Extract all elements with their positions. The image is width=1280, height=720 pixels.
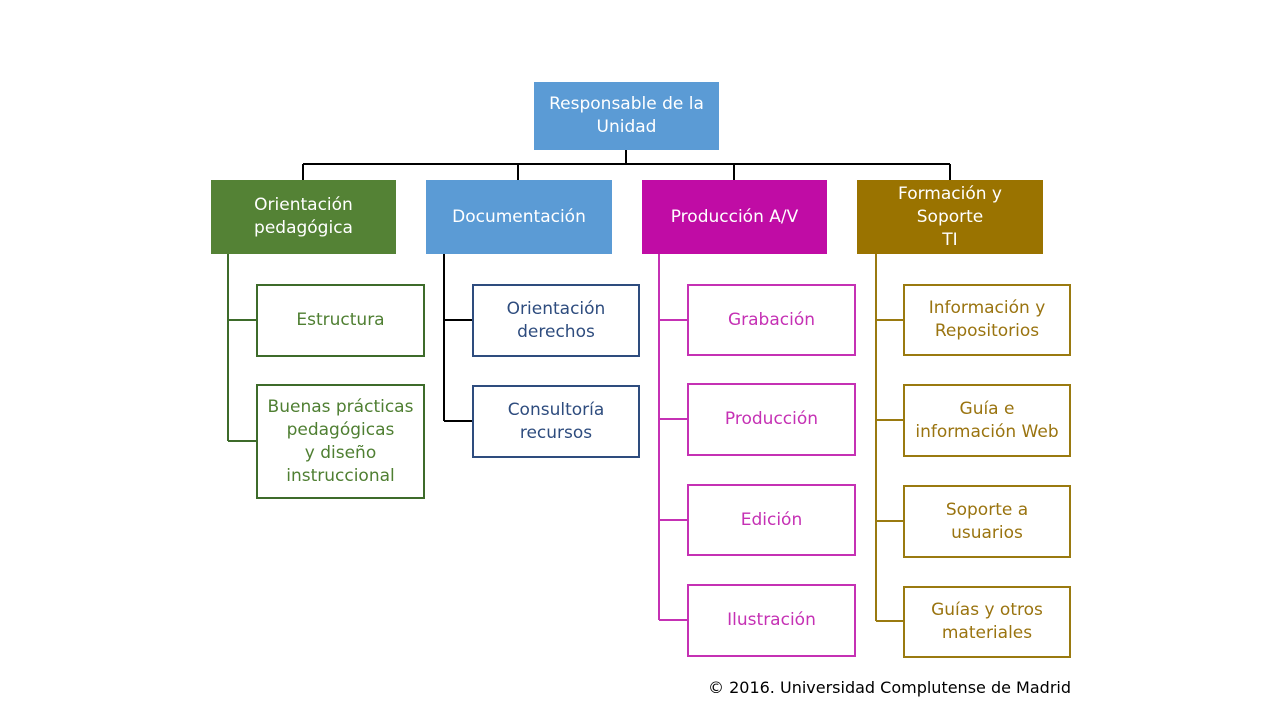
node-buenas-practicas: Buenas prácticas pedagógicas y diseño in… (256, 384, 425, 499)
branch-orientacion-pedagogica: Orientación pedagógica (211, 180, 396, 254)
produccion-connectors (658, 254, 687, 621)
root-connectors (302, 150, 951, 180)
formacion-connectors (875, 254, 903, 622)
node-orientacion-derechos: Orientación derechos (472, 284, 640, 357)
branch-produccion-av: Producción A/V (642, 180, 827, 254)
node-soporte-usuarios: Soporte a usuarios (903, 485, 1071, 558)
orientacion-connectors (227, 254, 256, 442)
node-guias-otros-materiales: Guías y otros materiales (903, 586, 1071, 658)
branch-formacion-soporte-ti: Formación y Soporte TI (857, 180, 1043, 254)
documentacion-connectors (443, 254, 472, 422)
node-grabacion: Grabación (687, 284, 856, 356)
branch-documentacion: Documentación (426, 180, 612, 254)
node-consultoria-recursos: Consultoría recursos (472, 385, 640, 458)
node-produccion: Producción (687, 383, 856, 456)
node-estructura: Estructura (256, 284, 425, 357)
node-guia-informacion-web: Guía e información Web (903, 384, 1071, 457)
node-edicion: Edición (687, 484, 856, 556)
node-informacion-repositorios: Información y Repositorios (903, 284, 1071, 356)
copyright-footer: © 2016. Universidad Complutense de Madri… (708, 678, 1071, 697)
root-node: Responsable de la Unidad (534, 82, 719, 150)
node-ilustracion: Ilustración (687, 584, 856, 657)
